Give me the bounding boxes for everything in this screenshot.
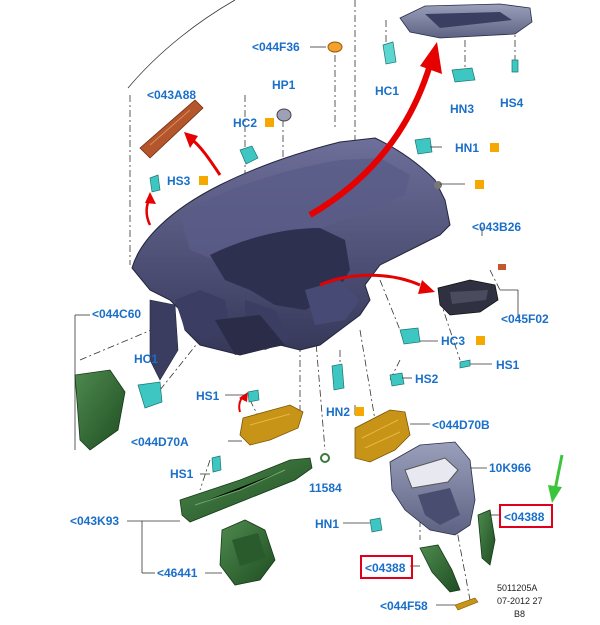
dashboard-panel <box>131 137 451 381</box>
label-hn2: HN2 <box>326 405 350 419</box>
highlight-box-left <box>360 555 413 579</box>
label-hc1-left: HC1 <box>134 352 158 366</box>
label-hn1-low: HN1 <box>315 517 339 531</box>
highlight-box-right <box>499 504 553 528</box>
label-hc2: HC2 <box>233 116 257 130</box>
part-044d70a-bracket <box>239 404 304 446</box>
label-hn1-top: HN1 <box>455 141 479 155</box>
part-04388-trim-right <box>477 509 496 566</box>
part-044d70b-bracket <box>354 409 411 463</box>
label-hs3: HS3 <box>167 174 191 188</box>
doc-date: 07-2012 27 <box>497 596 543 606</box>
label-044d70a: <044D70A <box>131 435 189 449</box>
label-hs1-mid: HS1 <box>196 389 220 403</box>
part-11584-ring <box>320 453 330 463</box>
label-044c60: <044C60 <box>92 307 141 321</box>
part-10k966-bezel <box>389 441 476 536</box>
label-043k93: <043K93 <box>70 514 119 528</box>
doc-rev: B8 <box>514 609 525 619</box>
part-labels: <044F36 <043A88 HP1 HC2 HS3 HC1 HN3 HS4 … <box>70 40 549 613</box>
part-043b26-clip <box>498 264 506 270</box>
part-46441-glovebox <box>219 519 276 586</box>
part-044c60-panel <box>74 369 126 451</box>
part-04388-trim-left <box>419 544 461 593</box>
orange-markers <box>199 118 499 416</box>
label-04388-left: <04388 <box>365 561 406 575</box>
highlight-arrow <box>548 454 564 503</box>
part-043a88-strip <box>139 99 204 159</box>
part-hp1-plug <box>276 108 292 122</box>
label-044d70b: <044D70B <box>432 418 490 432</box>
upper-bezel <box>399 3 533 39</box>
clip-gray-1 <box>434 181 442 189</box>
doc-code: 5011205A <box>497 583 537 593</box>
label-hs1-right: HS1 <box>496 358 520 372</box>
clips-teal <box>137 41 519 533</box>
label-044f36: <044F36 <box>252 40 300 54</box>
assembly-arrows <box>145 42 442 413</box>
label-hp1: HP1 <box>272 78 296 92</box>
label-10k966: 10K966 <box>489 461 531 475</box>
part-044f36-cap <box>327 41 343 53</box>
label-hs2: HS2 <box>415 372 439 386</box>
document-info: 5011205A 07-2012 27 B8 <box>497 583 543 619</box>
label-04388-right: <04388 <box>504 510 545 524</box>
part-045f02-bracket <box>437 279 499 316</box>
part-043k93-trim <box>179 457 313 523</box>
label-hc1-top: HC1 <box>375 84 399 98</box>
label-46441: <46441 <box>157 566 198 580</box>
label-043b26: <043B26 <box>472 220 521 234</box>
label-hs1-low: HS1 <box>170 467 194 481</box>
windshield-seal <box>127 0 236 89</box>
label-045f02: <045F02 <box>501 312 549 326</box>
part-044f58-clip <box>454 597 479 611</box>
leader-lines <box>74 46 519 606</box>
label-043a88: <043A88 <box>147 88 196 102</box>
label-hc3: HC3 <box>441 334 465 348</box>
label-11584: 11584 <box>309 481 342 495</box>
label-hs4: HS4 <box>500 96 524 110</box>
label-044f58: <044F58 <box>380 599 428 613</box>
label-hn3: HN3 <box>450 102 474 116</box>
